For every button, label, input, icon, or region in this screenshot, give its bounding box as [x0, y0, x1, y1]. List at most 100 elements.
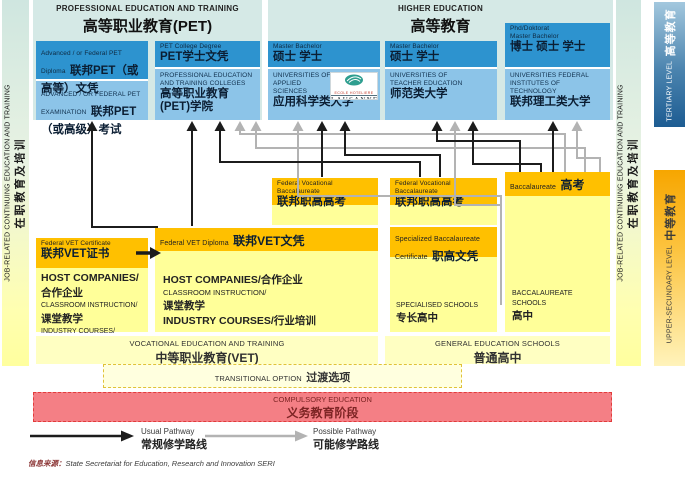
box-pet-college-body: PROFESSIONAL EDUCATION AND TRAINING COLL… — [155, 69, 260, 117]
uas-header-en: Master Bachelor — [273, 43, 322, 50]
vocational-band-en: VOCATIONAL EDUCATION AND TRAINING — [129, 339, 285, 348]
eth-header-cn: 博士 硕士 学士 — [510, 41, 586, 54]
higher-title-cn: 高等教育 — [410, 18, 471, 35]
specialized-bacc-header: Specialized Baccalaureate Certificate 职高… — [390, 227, 497, 263]
eth-header-en2: Master Bachelor — [510, 33, 559, 41]
vet-cert-line: CLASSROOM INSTRUCTION/ — [41, 302, 138, 310]
left-bar-label-cn: 在职教育及培训 — [14, 137, 26, 229]
box-applied-sciences-header: Master Bachelor 硕士 学士 — [268, 41, 380, 69]
lausanne-logo-swirl-icon — [345, 74, 363, 86]
vocational-band: VOCATIONAL EDUCATION AND TRAINING 中等职业教育… — [36, 336, 378, 365]
transitional-option-box: TRANSITIONAL OPTION 过渡选项 — [103, 364, 462, 388]
left-job-related-bar: JOB-RELATED CONTINUING EDUCATION AND TRA… — [2, 0, 29, 366]
vet-diploma-details: HOST COMPANIES/合作企业 CLASSROOM INSTRUCTIO… — [155, 251, 378, 330]
higher-panel-title: HIGHER EDUCATION 高等教育 — [268, 0, 613, 36]
pet-college-body-en: PROFESSIONAL EDUCATION AND TRAINING COLL… — [160, 72, 253, 88]
vet-cert-line: HOST COMPANIES/合作企业 — [41, 272, 139, 300]
eth-header-en1: Phd/Doktorat — [510, 25, 550, 32]
right-bar-label-cn: 在职教育及培训 — [627, 137, 639, 229]
possible-arrowheads — [234, 121, 583, 131]
lausanne-logo-line2: LAUSANNE — [331, 95, 377, 99]
transitional-cn: 过渡选项 — [306, 372, 351, 384]
general-band-en: GENERAL EDUCATION SCHOOLS — [434, 339, 561, 348]
uas-body-en: UNIVERSITIES OF APPLIED SCIENCES — [273, 72, 331, 96]
box-specialized-bacc: Specialized Baccalaureate Certificate 职高… — [390, 227, 497, 332]
pet-college-header-cn: PET学士文凭 — [160, 51, 229, 64]
baccalaureate-cn: 高考 — [560, 178, 585, 192]
lausanne-logo-line1: ECOLE HOTELIERE — [334, 90, 374, 95]
possible-pathway-cn: 可能修学路线 — [313, 439, 379, 451]
vet-cert-line: 课堂教学 — [41, 312, 83, 325]
tertiary-level-bar: TERTIARY LEVEL 高等教育 — [654, 2, 685, 127]
legend-possible-pathway: Possible Pathway 可能修学路线 — [313, 427, 379, 452]
federal-pet-header-cn: 联邦PET（或高等）文凭 — [41, 65, 139, 95]
fvb-left-cn: 联邦职高高考 — [277, 196, 346, 209]
vet-diploma-line: CLASSROOM INSTRUCTION/ — [163, 288, 267, 298]
vet-diploma-line: HOST COMPANIES/合作企业 — [163, 274, 303, 286]
box-vet-certificate: Federal VET Certificate 联邦VET证书 HOST COM… — [36, 238, 148, 350]
baccalaureate-schools-en: BACCALAUREATE SCHOOLS — [512, 289, 573, 307]
fvb-left-header: Federal Vocational Baccalaureate 联邦职高高考 — [272, 178, 378, 208]
tertiary-bar-cn: 高等教育 — [664, 7, 677, 56]
fvb-left-en: Federal Vocational Baccalaureate — [277, 180, 333, 196]
source-text: State Secretariat for Education, Researc… — [65, 459, 275, 468]
legend-usual-pathway: Usual Pathway 常规修学路线 — [141, 427, 207, 452]
pet-panel-title: PROFESSIONAL EDUCATION AND TRAINING 高等职业… — [33, 0, 262, 36]
baccalaureate-schools-label: BACCALAUREATE SCHOOLS 高中 — [512, 289, 582, 325]
vet-diploma-line: INDUSTRY COURSES/行业培训 — [163, 315, 316, 328]
pet-college-header-en: PET College Degree — [160, 43, 222, 50]
vet-diploma-header: Federal VET Diploma 联邦VET文凭 — [155, 228, 378, 251]
spec-bacc-cn: 职高文凭 — [432, 251, 479, 263]
compulsory-cn: 义务教育阶段 — [286, 406, 359, 420]
box-federal-institutes-body: UNIVERSITIES FEDERAL INSTITUTES OF TECHN… — [505, 69, 610, 112]
upper-secondary-bar-cn: 中等教育 — [664, 192, 677, 241]
box-federal-pet-body: ADVANCED / OR FEDERAL PET EXAMINATION 联邦… — [36, 81, 148, 140]
tertiary-bar-en: TERTIARY LEVEL — [665, 60, 673, 122]
lausanne-logo: ECOLE HOTELIERE LAUSANNE — [330, 72, 378, 100]
box-fvb-mid: Federal Vocational Baccalaureate 联邦职高高考 — [390, 178, 497, 225]
box-federal-institutes-header: Phd/Doktorat Master Bachelor 博士 硕士 学士 — [505, 23, 610, 69]
box-pet-college: PET College Degree PET学士文凭 PROFESSIONAL … — [155, 41, 260, 120]
uas-header-cn: 硕士 学士 — [273, 51, 323, 64]
usual-pathway-en: Usual Pathway — [141, 427, 195, 436]
baccalaureate-schools-cn: 高中 — [512, 309, 533, 322]
box-baccalaureate: Baccalaureate 高考 BACCALAUREATE SCHOOLS 高… — [505, 172, 610, 332]
source-line: 信息来源：State Secretariat for Education, Re… — [28, 458, 275, 469]
pet-title-cn: 高等职业教育(PET) — [82, 18, 213, 35]
federal-pet-body-en: ADVANCED / OR FEDERAL PET EXAMINATION — [41, 91, 141, 116]
teacher-header-en: Master Bachelor — [390, 43, 439, 50]
box-applied-sciences: Master Bachelor 硕士 学士 UNIVERSITIES OF AP… — [268, 41, 380, 120]
box-vet-diploma: Federal VET Diploma 联邦VET文凭 HOST COMPANI… — [155, 228, 378, 332]
teacher-body-en: UNIVERSITIES OF TEACHER EDUCATION — [390, 72, 463, 88]
source-prefix: 信息来源： — [28, 459, 66, 468]
federal-pet-header-en: Advanced / or Federal PET Diploma — [41, 50, 122, 75]
eth-body-en: UNIVERSITIES FEDERAL INSTITUTES OF TECHN… — [510, 72, 589, 96]
teacher-body-cn: 师范类大学 — [390, 88, 448, 101]
box-teacher-education: Master Bachelor 硕士 学士 UNIVERSITIES OF TE… — [385, 41, 497, 120]
fvb-mid-header: Federal Vocational Baccalaureate 联邦职高高考 — [390, 178, 497, 208]
vet-certificate-header: Federal VET Certificate 联邦VET证书 — [36, 238, 148, 268]
specialised-schools-label: SPECIALISED SCHOOLS 专长高中 — [396, 301, 478, 326]
general-band-cn: 普通高中 — [473, 351, 522, 365]
box-federal-pet: Advanced / or Federal PET Diploma 联邦PET（… — [36, 41, 148, 136]
eth-body-cn: 联邦理工类大学 — [510, 96, 591, 109]
usual-pathway-cn: 常规修学路线 — [141, 439, 207, 451]
left-bar-label-en: JOB-RELATED CONTINUING EDUCATION AND TRA… — [4, 84, 11, 282]
compulsory-education-box: COMPULSORY EDUCATION 义务教育阶段 — [33, 392, 612, 422]
possible-pathway-en: Possible Pathway — [313, 427, 377, 436]
vocational-band-cn: 中等职业教育(VET) — [155, 351, 259, 365]
pet-title-en: PROFESSIONAL EDUCATION AND TRAINING — [56, 4, 239, 13]
box-federal-institutes: Phd/Doktorat Master Bachelor 博士 硕士 学士 UN… — [505, 23, 610, 120]
fvb-mid-en: Federal Vocational Baccalaureate — [395, 180, 451, 196]
baccalaureate-header: Baccalaureate 高考 — [505, 172, 610, 196]
teacher-header-cn: 硕士 学士 — [390, 51, 440, 64]
right-job-related-bar: JOB-RELATED CONTINUING EDUCATION AND TRA… — [616, 0, 641, 366]
box-teacher-education-header: Master Bachelor 硕士 学士 — [385, 41, 497, 69]
vet-certificate-cn: 联邦VET证书 — [41, 248, 110, 261]
transitional-en: TRANSITIONAL OPTION — [214, 374, 302, 383]
box-teacher-education-body: UNIVERSITIES OF TEACHER EDUCATION 师范类大学 — [385, 69, 497, 103]
specialised-schools-cn: 专长高中 — [396, 311, 438, 324]
box-federal-pet-header: Advanced / or Federal PET Diploma 联邦PET（… — [36, 41, 148, 95]
box-fvb-left: Federal Vocational Baccalaureate 联邦职高高考 — [272, 178, 378, 225]
